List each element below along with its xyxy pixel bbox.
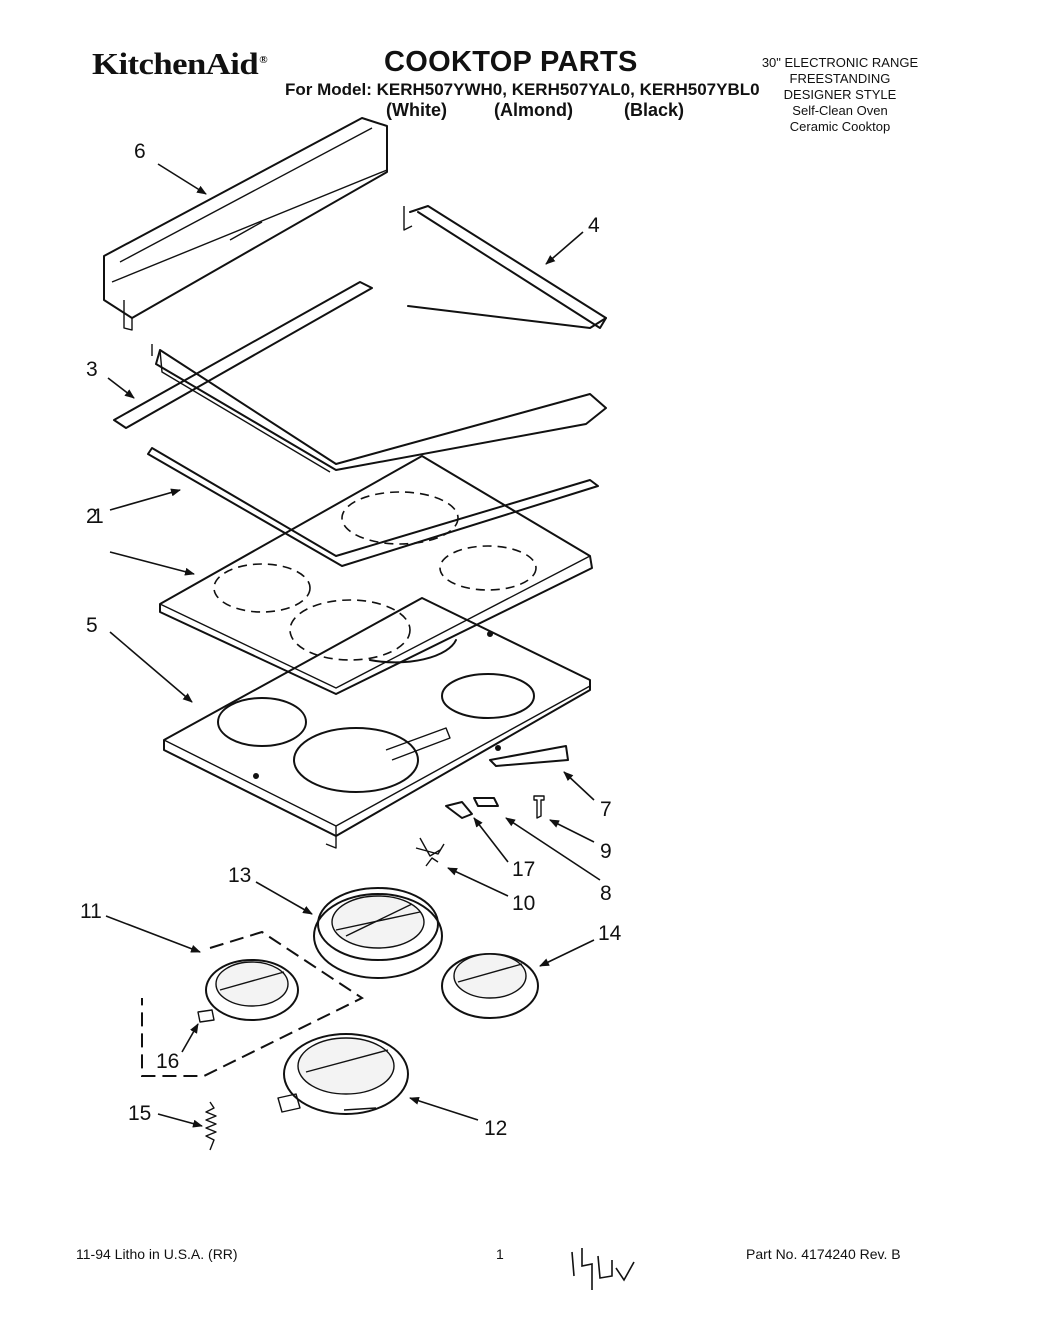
callout-14: 14 (598, 922, 622, 945)
part-14-burner (441, 953, 539, 1019)
spec-line: 30" ELECTRONIC RANGE (761, 55, 919, 70)
spec-line: Self-Clean Oven (792, 103, 888, 118)
callout-5: 5 (86, 614, 98, 637)
footer-part-number: Part No. 4174240 Rev. B (746, 1246, 901, 1262)
spec-line: DESIGNER STYLE (783, 87, 897, 102)
model-line: For Model: KERH507YWH0, KERH507YAL0, KER… (285, 80, 760, 99)
callout-7: 7 (600, 798, 612, 821)
callout-12: 12 (484, 1117, 508, 1140)
callout-4: 4 (588, 214, 600, 237)
variant-white: (White) (386, 100, 447, 120)
part-7-bracket (489, 745, 569, 767)
leader-arrows (105, 163, 601, 1128)
part-5-burner-box (163, 597, 591, 849)
page-title: COOKTOP PARTS (384, 46, 638, 78)
callout-2: 2 (86, 505, 98, 528)
callout-16: 16 (156, 1050, 180, 1073)
part-15-spring (205, 1101, 217, 1151)
variant-black: (Black) (624, 100, 685, 120)
part-3-strip (113, 281, 373, 429)
part-9-screw (533, 795, 545, 819)
footer-page-number: 1 (496, 1246, 504, 1262)
part-17-clip (445, 801, 473, 819)
part-10-connector (415, 837, 445, 867)
part-4-side-trim (403, 205, 607, 329)
callout-8: 8 (600, 882, 612, 905)
callout-15: 15 (128, 1102, 152, 1125)
callout-3: 3 (86, 358, 98, 381)
variant-almond: (Almond) (494, 100, 573, 120)
footer-litho: 11-94 Litho in U.S.A. (RR) (76, 1246, 238, 1262)
brand-logo: KitchenAid® (92, 46, 268, 81)
part-6-rear-trim (103, 117, 388, 331)
part-12-burner (277, 1033, 409, 1115)
part-2-gasket (147, 447, 599, 567)
callout-9: 9 (600, 840, 612, 863)
part-13-large-burner (313, 887, 443, 979)
callout-11: 11 (80, 900, 102, 923)
part-8-clip (473, 797, 499, 807)
callout-1: 1 (92, 505, 104, 528)
callout-13: 13 (228, 864, 252, 887)
spec-line: Ceramic Cooktop (789, 119, 891, 134)
part-1-glass-top (159, 455, 593, 695)
cooktop-frame (151, 344, 607, 473)
part-11-burner-group (141, 930, 365, 1077)
callout-6: 6 (134, 140, 146, 163)
callout-10: 10 (512, 892, 536, 915)
callout-17: 17 (512, 858, 536, 881)
spec-line: FREESTANDING (789, 71, 891, 86)
